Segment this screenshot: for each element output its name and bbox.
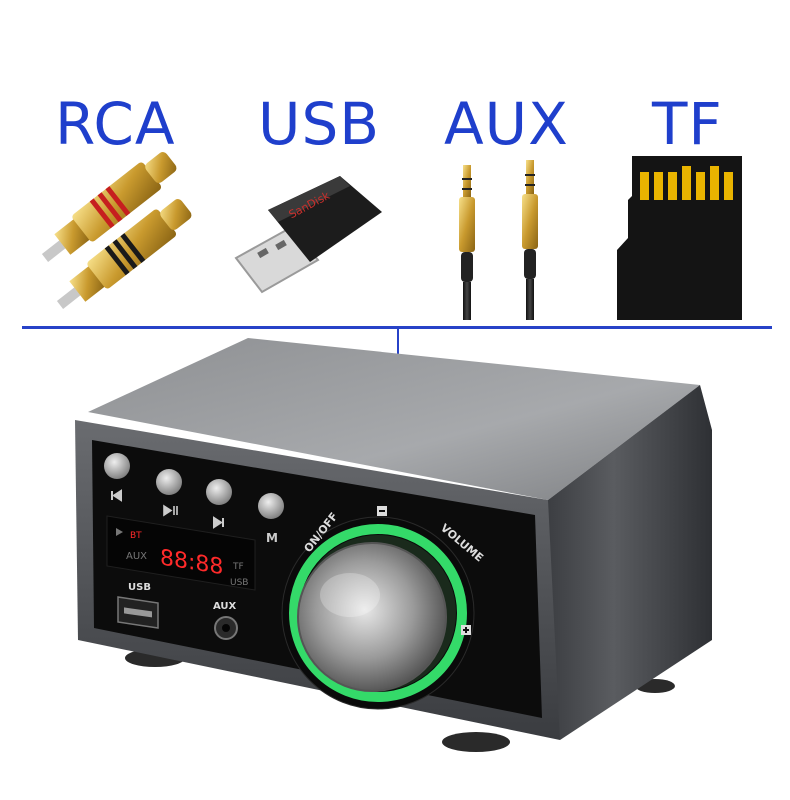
lcd-display: BT AUX 88:88 TF USB (106, 515, 256, 591)
display-aux: AUX (126, 551, 147, 562)
rca-label: RCA (55, 90, 176, 158)
play-pause-icon (163, 504, 178, 517)
aux-port-label: AUX (213, 601, 237, 612)
play-indicator-icon (116, 528, 123, 536)
tf-label: TF (652, 90, 723, 158)
next-icon (213, 516, 224, 529)
mode-button-label: M (266, 531, 278, 545)
usb-port-label: USB (128, 582, 151, 593)
display-bt: BT (130, 531, 142, 541)
aux-label: AUX (444, 90, 569, 158)
prev-icon (111, 489, 122, 502)
display-usb: USB (230, 578, 248, 588)
aux-cable-left-icon (459, 165, 475, 320)
usb-port[interactable]: USB (117, 582, 159, 629)
display-tf: TF (232, 562, 244, 572)
usb-stick-icon: SanDisk (234, 176, 382, 294)
aux-port[interactable]: AUX (213, 601, 238, 640)
next-button[interactable] (206, 479, 232, 529)
play-pause-button[interactable] (156, 469, 182, 517)
usb-label: USB (258, 90, 381, 158)
accessory-illustrations: SanDisk (41, 152, 742, 320)
tf-card-icon (617, 156, 742, 320)
divider-line (22, 326, 772, 329)
mode-button[interactable]: M (258, 493, 284, 545)
rca-plug-red-icon (41, 152, 177, 262)
volume-knob[interactable]: ON/OFF VOLUME (281, 506, 486, 710)
prev-button[interactable] (104, 453, 130, 502)
rca-plug-black-icon (56, 199, 192, 309)
aux-cable-right-icon (522, 160, 538, 320)
